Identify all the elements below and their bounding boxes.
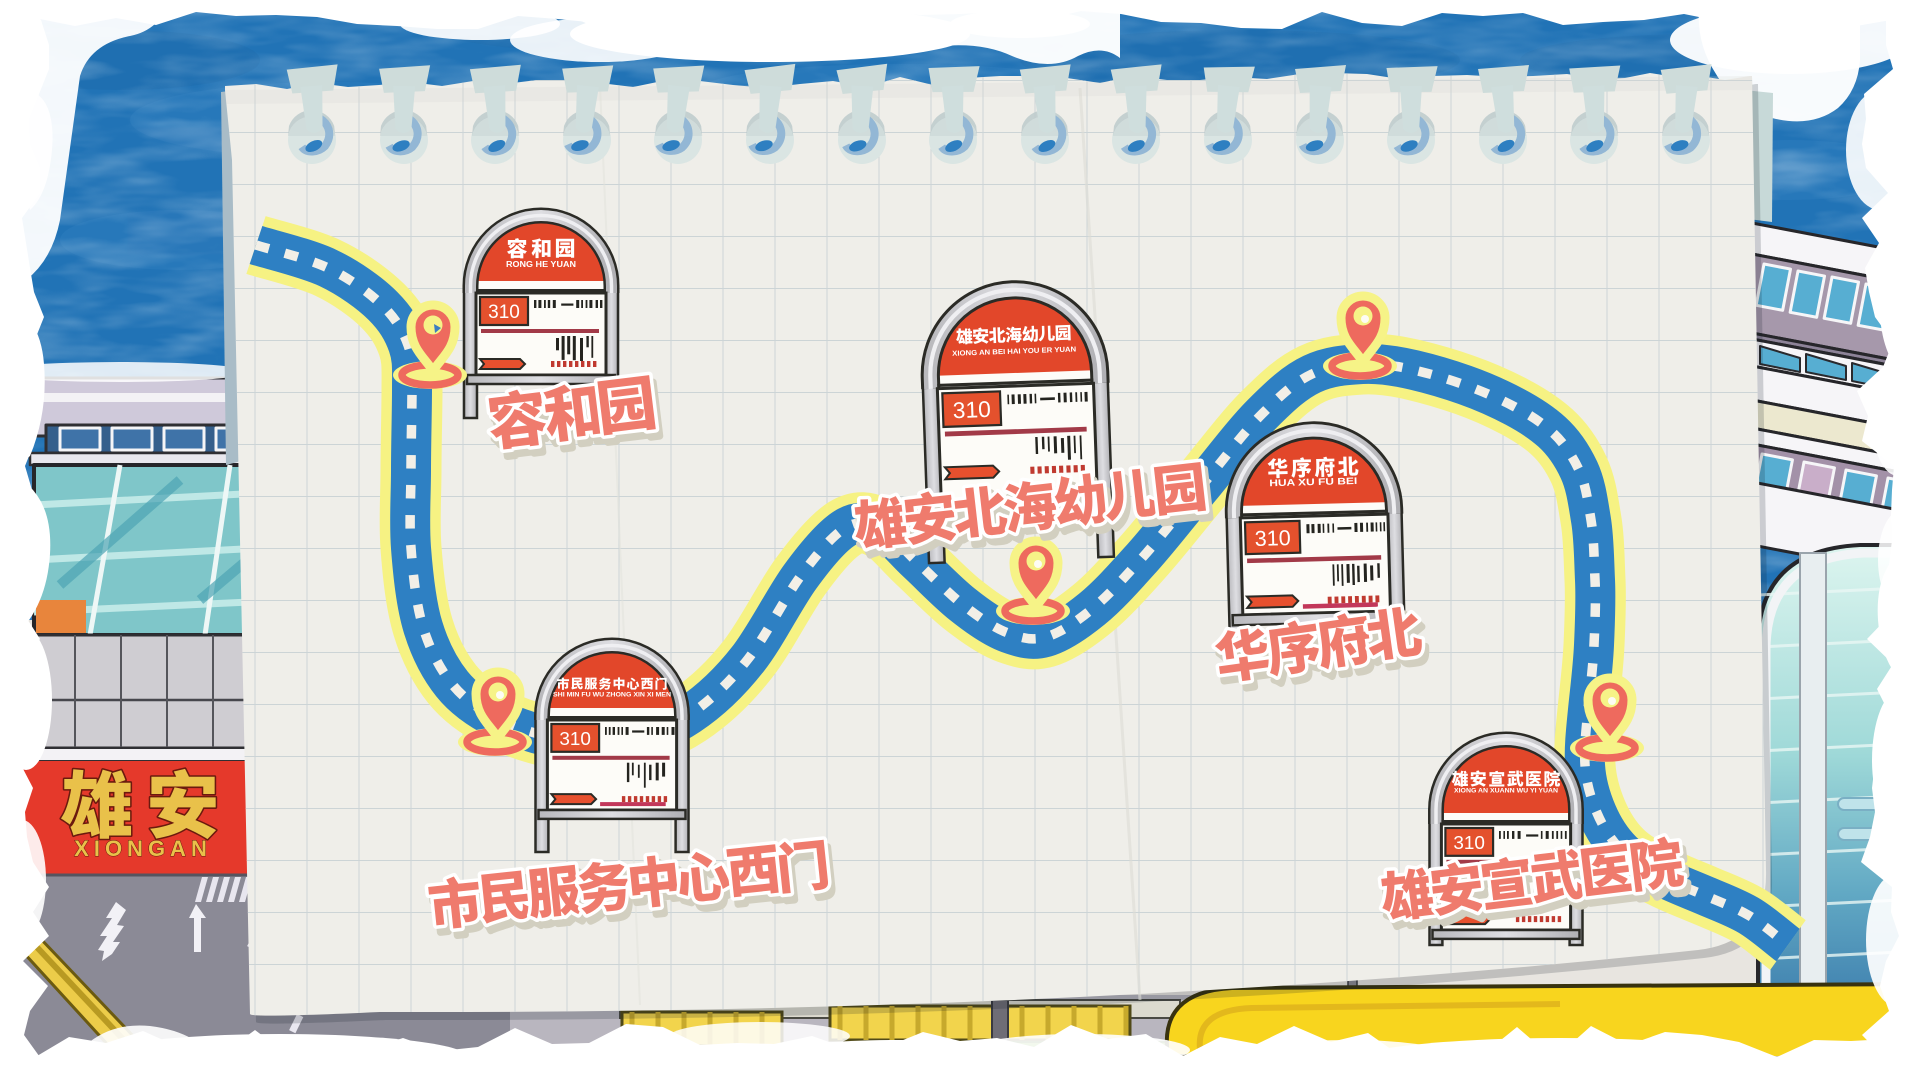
- svg-text:XIONGAN: XIONGAN: [74, 836, 212, 861]
- svg-text:SHI MIN FU WU ZHONG XIN XI MEN: SHI MIN FU WU ZHONG XIN XI MEN: [553, 692, 671, 699]
- svg-text:RONG HE YUAN: RONG HE YUAN: [506, 259, 576, 269]
- svg-text:310: 310: [1254, 525, 1291, 551]
- svg-text:HUA XU FU BEI: HUA XU FU BEI: [1269, 476, 1357, 489]
- svg-text:XIONG AN BEI HAI YOU ER YUAN: XIONG AN BEI HAI YOU ER YUAN: [952, 344, 1076, 357]
- svg-text:310: 310: [1453, 833, 1485, 854]
- svg-text:310: 310: [952, 396, 991, 423]
- svg-text:310: 310: [488, 302, 520, 323]
- svg-text:XIONG AN XUANN WU YI YUAN: XIONG AN XUANN WU YI YUAN: [1454, 788, 1558, 795]
- svg-text:310: 310: [559, 729, 591, 750]
